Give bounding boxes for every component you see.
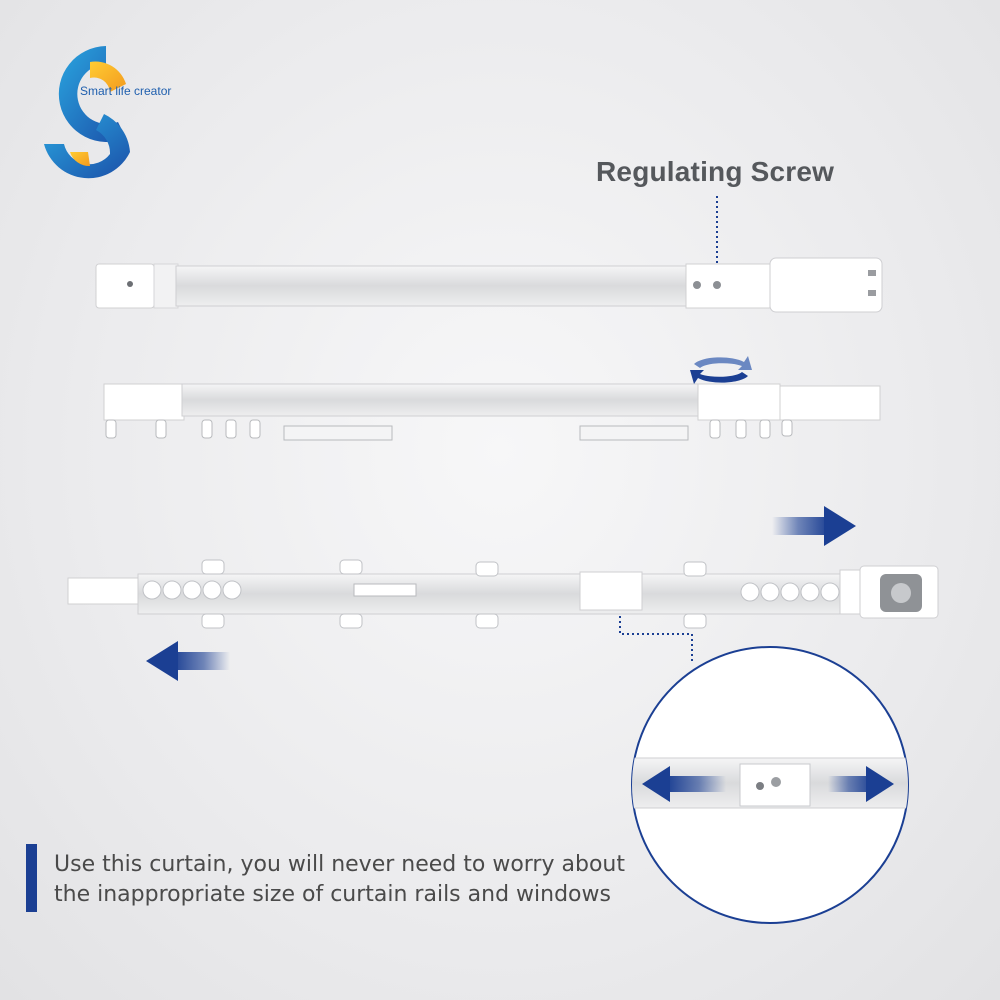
zoom-leader-line xyxy=(619,616,693,662)
rail-side-view xyxy=(103,383,881,441)
caption-text: Use this curtain, you will never need to… xyxy=(54,850,654,910)
caption-accent-bar xyxy=(26,844,37,912)
rail-top-view xyxy=(95,257,883,313)
caption-line-1: Use this curtain, you will never need to… xyxy=(54,852,625,877)
double-arrow-icon xyxy=(642,766,894,802)
arrow-left-icon xyxy=(146,641,230,681)
arrow-right-icon xyxy=(772,506,856,546)
zoom-detail-circle xyxy=(631,646,909,924)
regulating-screw-label: Regulating Screw xyxy=(596,156,835,187)
rotate-arrows-icon xyxy=(690,356,752,384)
brand-logo xyxy=(44,46,130,179)
rail-extended-view xyxy=(67,559,939,629)
brand-tagline: Smart life creator xyxy=(80,84,172,98)
caption-line-2: the inappropriate size of curtain rails … xyxy=(54,882,611,907)
